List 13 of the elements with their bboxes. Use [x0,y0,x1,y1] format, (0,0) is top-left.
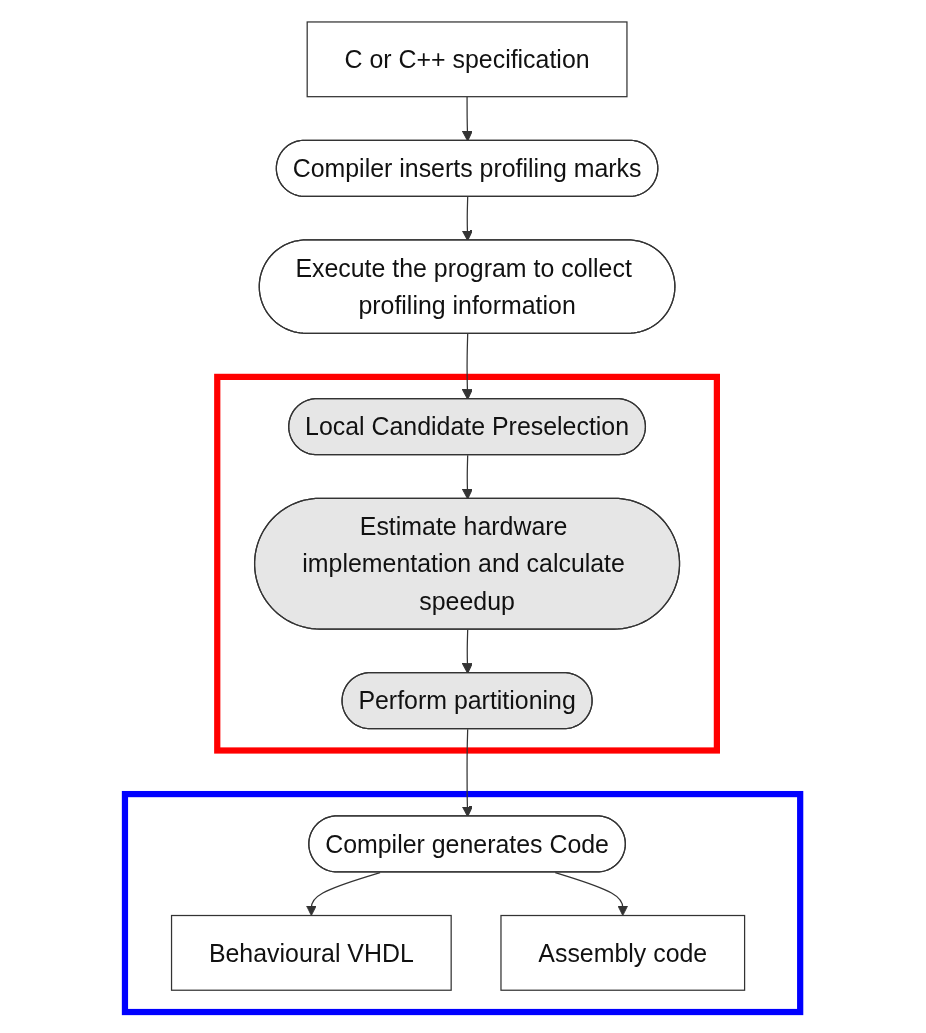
arrow [462,728,474,817]
arrow [462,195,474,241]
arrow [462,628,474,674]
cluster [122,790,804,1015]
arrow [306,871,382,916]
arrow [555,871,629,916]
arrow [462,332,474,400]
node-box: C or C++ specification [307,20,628,97]
node-box: Behavioural VHDL [171,914,453,991]
node-box: Assembly code [500,914,746,991]
arrow [462,454,474,499]
arrow [462,95,474,141]
cluster [214,373,721,754]
